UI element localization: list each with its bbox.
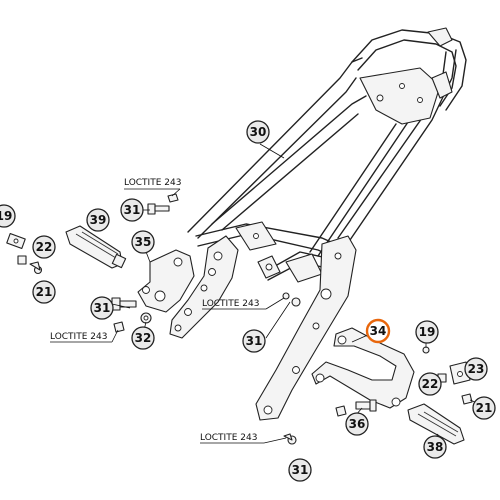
rear-subframe xyxy=(187,27,467,283)
callout-label: 32 xyxy=(135,331,152,345)
center-fasteners xyxy=(282,292,301,307)
loctite-text: LOCTITE 243 xyxy=(124,178,181,188)
callout-21-right: 21 xyxy=(472,396,496,420)
callout-label: 38 xyxy=(427,440,444,454)
left-footpeg xyxy=(65,225,127,269)
right-footpeg xyxy=(407,403,465,445)
callout-label: 23 xyxy=(468,362,485,376)
callout-label: 22 xyxy=(36,240,53,254)
right-small-parts xyxy=(422,346,473,405)
callout-31-left: 31 xyxy=(90,296,114,320)
callout-34: 34 xyxy=(365,318,391,344)
loctite-note-4: LOCTITE 243 xyxy=(200,433,287,444)
loctite-text: LOCTITE 243 xyxy=(202,299,259,309)
loctite-note-1: LOCTITE 243 xyxy=(124,178,181,197)
callout-23: 23 xyxy=(464,357,488,381)
callout-30: 30 xyxy=(246,120,270,144)
callout-label: 31 xyxy=(94,301,111,315)
left-frame-down-tube xyxy=(169,235,239,339)
loctite-note-2: LOCTITE 243 xyxy=(202,297,285,310)
callout-label: 31 xyxy=(292,463,309,477)
callout-35: 35 xyxy=(131,230,155,254)
callout-31-top: 31 xyxy=(120,198,144,222)
callout-label: 35 xyxy=(135,235,152,249)
callout-label: 39 xyxy=(90,213,107,227)
callout-label: 31 xyxy=(124,203,141,217)
left-fasteners xyxy=(111,193,179,333)
callout-32: 32 xyxy=(131,326,155,350)
callout-label: 21 xyxy=(36,285,53,299)
callout-36: 36 xyxy=(345,412,369,436)
callout-label: 36 xyxy=(349,417,366,431)
right-frame-down-tube xyxy=(255,235,357,421)
callout-label: 19 xyxy=(0,209,12,223)
loctite-note-3: LOCTITE 243 xyxy=(50,329,119,343)
callout-19-right: 19 xyxy=(415,320,439,344)
callout-22-left: 22 xyxy=(32,235,56,259)
callout-label: 34 xyxy=(370,324,387,338)
callout-21-left: 21 xyxy=(32,280,56,304)
callout-31-bottom: 31 xyxy=(288,458,312,482)
right-fasteners xyxy=(283,399,377,445)
callout-label: 31 xyxy=(246,334,263,348)
callout-22-right: 22 xyxy=(418,372,442,396)
callout-label: 21 xyxy=(476,401,493,415)
right-footpeg-bracket xyxy=(311,327,415,409)
callout-31-center: 31 xyxy=(242,329,266,353)
callout-label: 30 xyxy=(250,125,267,139)
loctite-text: LOCTITE 243 xyxy=(50,332,107,342)
callout-19-left: 19 xyxy=(0,204,16,228)
callout-label: 22 xyxy=(422,377,439,391)
callout-38: 38 xyxy=(423,435,447,459)
callout-39: 39 xyxy=(86,208,110,232)
loctite-text: LOCTITE 243 xyxy=(200,433,257,443)
left-small-parts xyxy=(6,233,43,275)
left-footpeg-bracket xyxy=(137,249,195,313)
callout-label: 19 xyxy=(419,325,436,339)
